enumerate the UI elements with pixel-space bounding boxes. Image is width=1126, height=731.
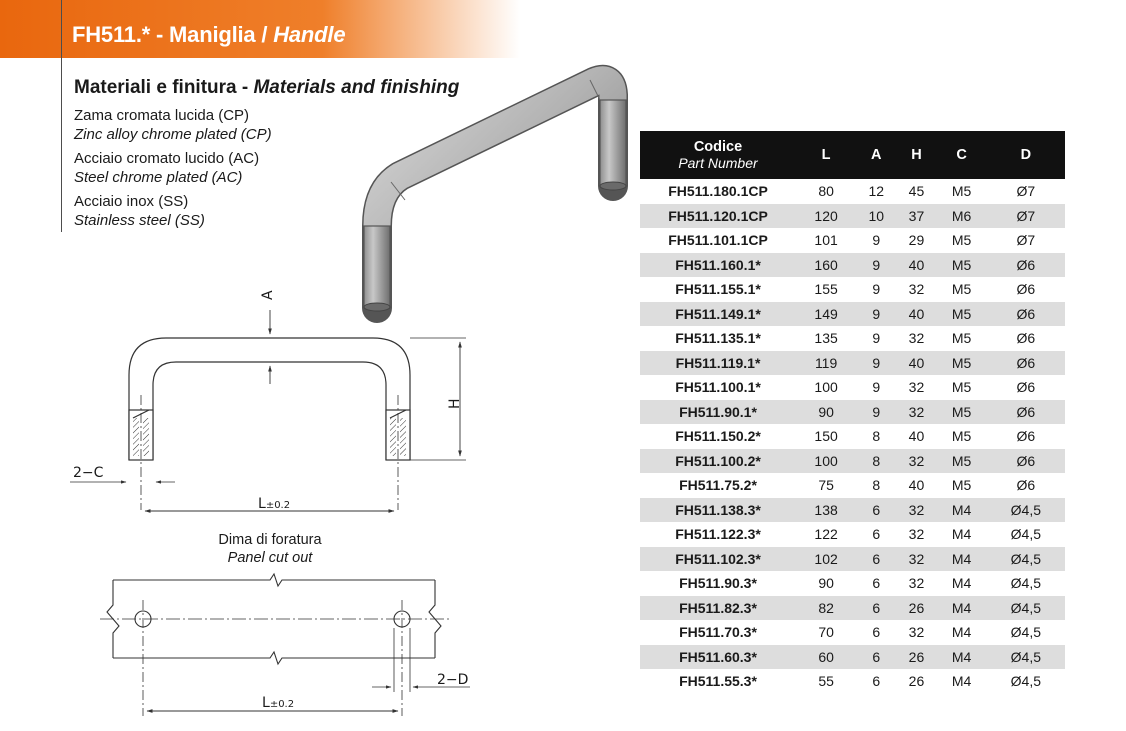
cutout-title: Dima di foratura (218, 532, 322, 548)
section-divider (61, 0, 62, 232)
dimension-l-label: L±0.2 (258, 496, 291, 512)
header-a: A (856, 131, 897, 179)
cutout-subtitle: Panel cut out (227, 550, 313, 566)
material-en-1: Zinc alloy chrome plated (CP) (74, 126, 272, 143)
header-c: C (936, 131, 987, 179)
material-it-2: Acciaio cromato lucido (AC) (74, 150, 260, 167)
header-h: H (896, 131, 937, 179)
material-it-1: Zama cromata lucida (CP) (74, 107, 250, 124)
dimension-2c-label: 2−C (73, 465, 104, 481)
handle-3d-illustration (362, 64, 628, 323)
material-en-2: Steel chrome plated (AC) (74, 169, 243, 186)
header-d: D (986, 131, 1065, 179)
header-l: L (796, 131, 857, 179)
materials-heading: Materiali e finitura - Materials and fin… (74, 77, 460, 98)
dimension-h-label: H (447, 398, 463, 409)
title-banner (0, 0, 520, 58)
handle-front-view (70, 310, 466, 513)
material-it-3: Acciaio inox (SS) (74, 193, 189, 210)
page-title: FH511.* - Maniglia / Handle (72, 22, 346, 47)
material-en-3: Stainless steel (SS) (74, 212, 205, 229)
panel-cutout-drawing (100, 572, 470, 716)
dimension-a-label: A (260, 290, 276, 300)
dimension-2d-label: 2−D (437, 672, 469, 688)
cutout-dimension-l-label: L±0.2 (262, 695, 295, 711)
